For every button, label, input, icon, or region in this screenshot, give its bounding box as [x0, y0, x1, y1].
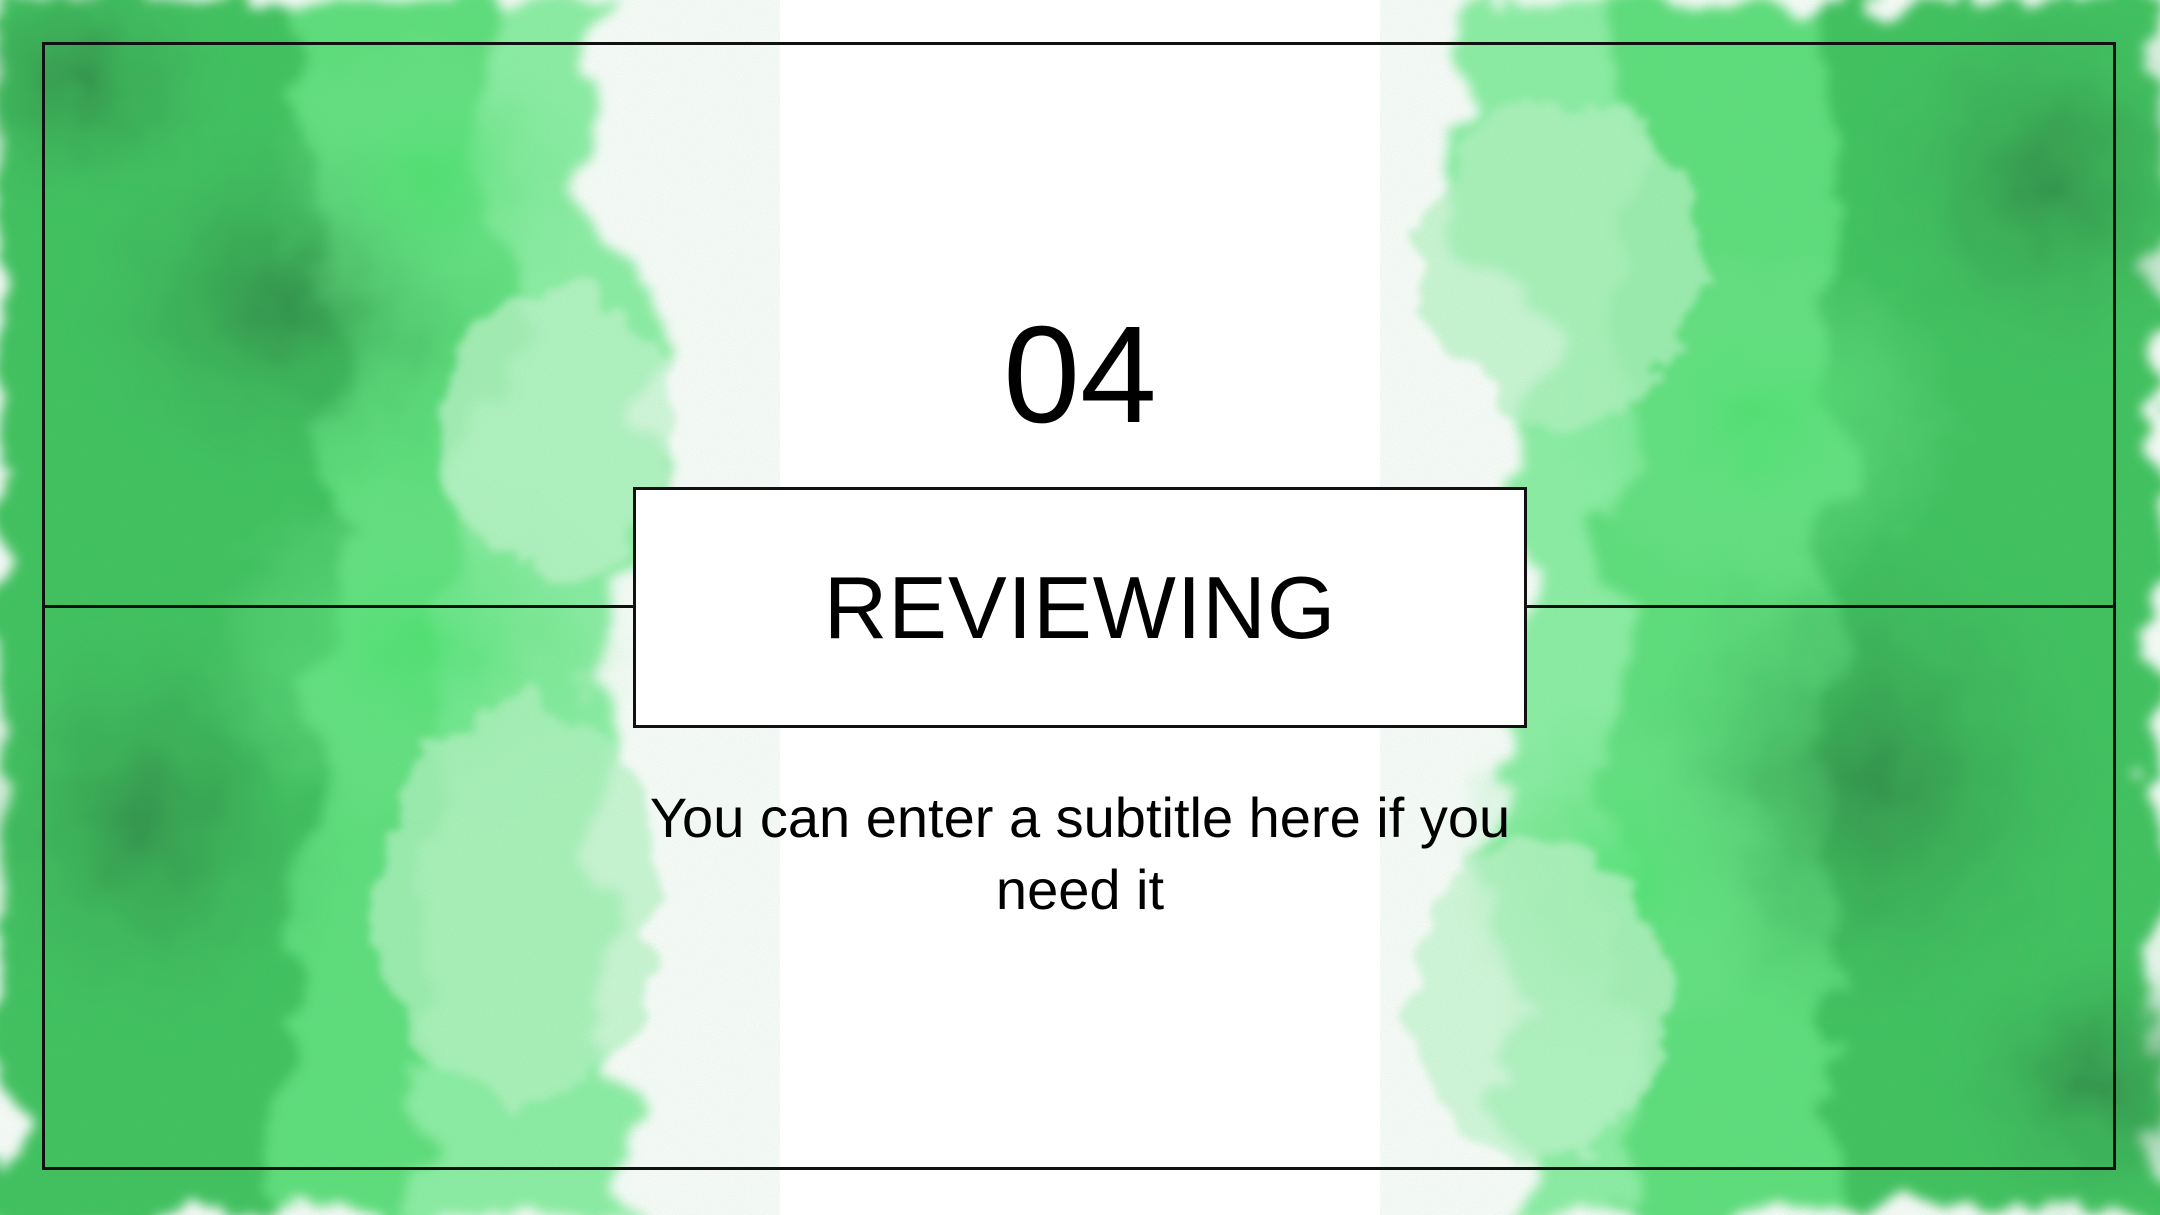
- title-box: REVIEWING: [633, 487, 1527, 728]
- divider-line-right: [1526, 605, 2116, 608]
- section-subtitle: You can enter a subtitle here if you nee…: [649, 786, 1511, 921]
- section-number: 04: [1003, 298, 1157, 452]
- divider-line-left: [42, 605, 636, 608]
- section-title: REVIEWING: [823, 557, 1337, 657]
